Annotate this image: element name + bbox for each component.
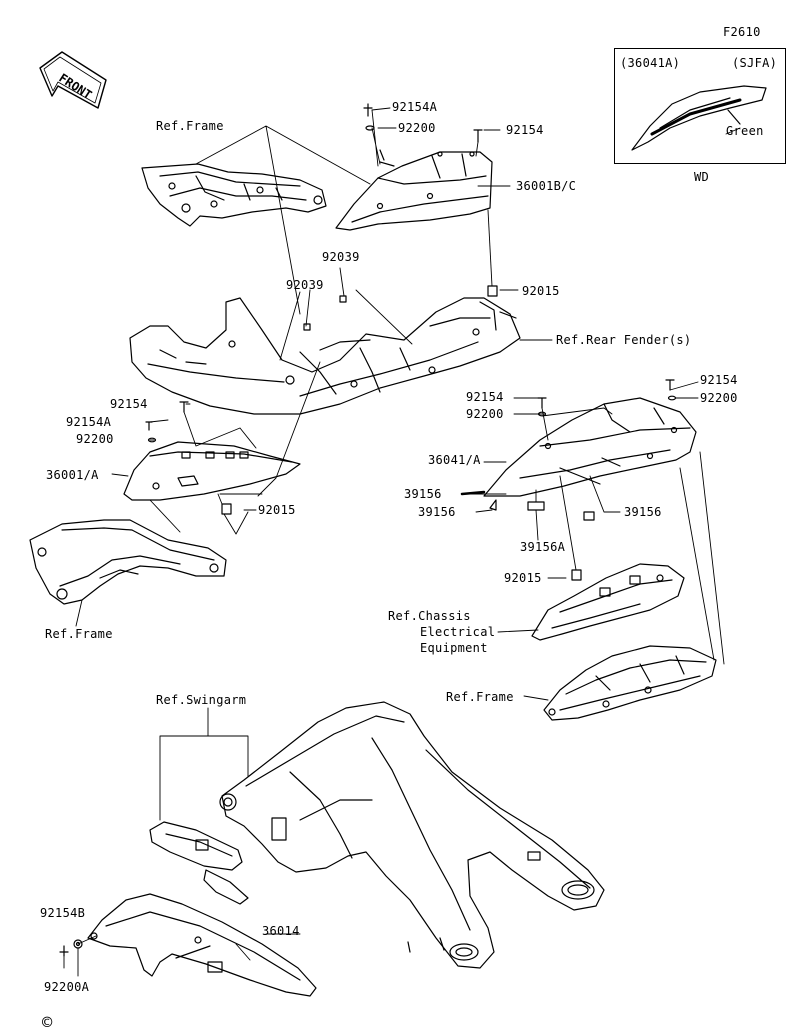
part-92039-a: 92039 bbox=[322, 250, 360, 264]
seat-cowl-36041a bbox=[483, 397, 697, 497]
swingarm bbox=[219, 701, 605, 969]
part-92200-top: 92200 bbox=[398, 121, 436, 135]
cover-36001bc bbox=[335, 149, 493, 231]
part-36041a: 36041/A bbox=[428, 453, 481, 467]
copyright-mark: © bbox=[42, 1013, 53, 1033]
hardware-left bbox=[145, 401, 232, 515]
figure-code: F2610 bbox=[723, 25, 761, 39]
ref-rear-fender: Ref.Rear Fender(s) bbox=[556, 333, 692, 347]
part-92200a: 92200A bbox=[44, 980, 90, 994]
inset-variant-label: WD bbox=[694, 170, 710, 184]
part-92154a-left: 92154A bbox=[66, 415, 112, 429]
part-92200-right: 92200 bbox=[700, 391, 738, 405]
swingarm-guard bbox=[149, 821, 249, 905]
part-92154-left: 92154 bbox=[110, 397, 148, 411]
part-92015-top: 92015 bbox=[522, 284, 560, 298]
chassis-electrical-tray bbox=[531, 563, 685, 641]
inset-color-name: Green bbox=[726, 124, 764, 138]
part-39156-c: 39156 bbox=[624, 505, 662, 519]
part-39156-a: 39156 bbox=[404, 487, 442, 501]
inset-variant-box bbox=[614, 48, 786, 164]
ref-chassis-line3: Equipment bbox=[420, 641, 488, 655]
leader-lines bbox=[63, 107, 741, 977]
ref-frame-right: Ref.Frame bbox=[446, 690, 514, 704]
front-direction-badge: FRONT bbox=[39, 51, 107, 109]
frame-bracket-left bbox=[29, 519, 227, 605]
inset-cowl-variant bbox=[631, 85, 767, 151]
ref-chassis-line2: Electrical bbox=[420, 625, 496, 639]
part-92200-mid: 92200 bbox=[466, 407, 504, 421]
part-36014: 36014 bbox=[262, 924, 300, 938]
part-92154-mid: 92154 bbox=[466, 390, 504, 404]
part-39156a: 39156A bbox=[520, 540, 566, 554]
part-92154-top: 92154 bbox=[506, 123, 544, 137]
ref-swingarm: Ref.Swingarm bbox=[156, 693, 247, 707]
part-92039-b: 92039 bbox=[286, 278, 324, 292]
hardware-lower-left bbox=[59, 939, 83, 957]
ref-frame-left: Ref.Frame bbox=[45, 627, 113, 641]
part-92015-mid: 92015 bbox=[504, 571, 542, 585]
inset-part-code: (36041A) bbox=[620, 56, 681, 70]
part-92154a-top: 92154A bbox=[392, 100, 438, 114]
hardware-upper bbox=[303, 103, 498, 331]
part-92200-left: 92200 bbox=[76, 432, 114, 446]
part-36001a: 36001/A bbox=[46, 468, 99, 482]
part-92154-right: 92154 bbox=[700, 373, 738, 387]
rear-subframe-right bbox=[543, 645, 717, 721]
part-39156-b: 39156 bbox=[418, 505, 456, 519]
part-92154b: 92154B bbox=[40, 906, 86, 920]
inset-paint-code: (SJFA) bbox=[732, 56, 778, 70]
ref-chassis-line1: Ref.Chassis bbox=[388, 609, 471, 623]
chain-cover-36014 bbox=[87, 893, 317, 997]
rear-fender-assembly bbox=[129, 297, 521, 415]
part-92015-left: 92015 bbox=[258, 503, 296, 517]
frame-bracket-upper bbox=[141, 163, 327, 227]
ref-frame-top: Ref.Frame bbox=[156, 119, 224, 133]
side-cover-36001a bbox=[123, 441, 301, 501]
part-36001bc: 36001B/C bbox=[516, 179, 577, 193]
